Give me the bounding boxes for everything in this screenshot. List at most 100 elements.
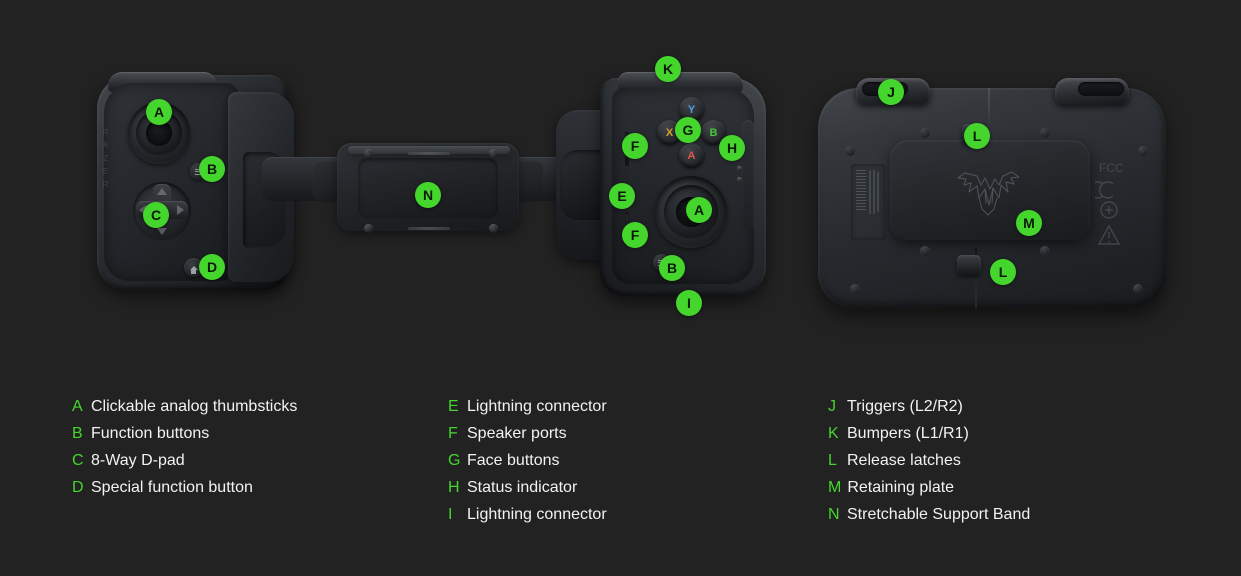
legend-label: Stretchable Support Band xyxy=(847,506,1031,523)
status-indicator-led xyxy=(737,177,742,182)
product-illustration: RAZER xyxy=(97,56,1166,316)
regulatory-text-line xyxy=(877,172,879,212)
legend-key: I xyxy=(448,506,453,523)
legend-key: H xyxy=(448,479,460,496)
razer-logo-icon xyxy=(957,171,1020,216)
retaining-plate xyxy=(890,140,1090,240)
legend-item: C 8-Way D-pad xyxy=(72,452,297,479)
callout-badge-H-status: H xyxy=(719,135,745,161)
status-indicator-led xyxy=(737,166,742,171)
callout-badge-F-speaker-upper: F xyxy=(622,133,648,159)
legend-label: Bumpers (L1/R1) xyxy=(847,425,969,442)
back-screw xyxy=(850,284,860,294)
callout-badge-G-face-buttons: G xyxy=(675,117,701,143)
support-band-screw xyxy=(364,224,373,233)
callout-badge-B-right-function: B xyxy=(659,255,685,281)
legend-key: D xyxy=(72,479,84,496)
back-screw xyxy=(1138,146,1148,156)
legend-label: Special function button xyxy=(91,479,253,496)
back-shell-seam xyxy=(988,88,990,132)
legend-item: H Status indicator xyxy=(448,479,607,506)
legend-item: B Function buttons xyxy=(72,425,297,452)
legend-column-2: E Lightning connector F Speaker ports G … xyxy=(448,398,607,533)
dpad-down-icon xyxy=(157,228,167,235)
callout-badge-L-latch-bottom: L xyxy=(990,259,1016,285)
regulatory-marks-icon: FCC xyxy=(1095,161,1124,245)
right-clamp-hook xyxy=(560,150,606,220)
legend-key: M xyxy=(828,479,842,496)
legend-label: Status indicator xyxy=(467,479,578,496)
legend-key: F xyxy=(448,425,458,442)
legend-label: Triggers (L2/R2) xyxy=(847,398,963,415)
legend-label: Release latches xyxy=(847,452,961,469)
legend-key: J xyxy=(828,398,836,415)
dpad-left-icon xyxy=(139,205,146,215)
legend-item: M Retaining plate xyxy=(828,479,1030,506)
support-band-screw xyxy=(489,224,498,233)
back-screw xyxy=(920,128,930,138)
legend-label: Function buttons xyxy=(91,425,210,442)
legend-label: Retaining plate xyxy=(847,479,955,496)
support-band-slot xyxy=(408,227,450,230)
callout-badge-I-lightning-bottom: I xyxy=(676,290,702,316)
left-special-function-button[interactable] xyxy=(184,258,203,277)
dpad-right-icon xyxy=(177,205,184,215)
trigger-right-recess xyxy=(1078,82,1124,96)
callout-badge-F-speaker-lower: F xyxy=(622,222,648,248)
support-band-slot xyxy=(408,152,450,155)
legend-key: A xyxy=(72,398,83,415)
callout-badge-J-trigger: J xyxy=(878,79,904,105)
support-band-screw xyxy=(364,149,373,158)
legend-label: Lightning connector xyxy=(467,506,607,523)
back-shell-seam xyxy=(975,248,977,308)
legend-item: L Release latches xyxy=(828,452,1030,479)
svg-text:FCC: FCC xyxy=(1099,161,1124,175)
legend-item: E Lightning connector xyxy=(448,398,607,425)
callout-badge-L-latch-top: L xyxy=(964,123,990,149)
regulatory-text-line xyxy=(873,170,875,214)
legend-key: E xyxy=(448,398,459,415)
regulatory-text-line xyxy=(869,170,871,214)
legend-column-3: J Triggers (L2/R2) K Bumpers (L1/R1) L R… xyxy=(828,398,1030,533)
callout-badge-A-left-thumbstick: A xyxy=(146,99,172,125)
callout-badge-E-lightning: E xyxy=(609,183,635,209)
legend-column-1: A Clickable analog thumbsticks B Functio… xyxy=(72,398,297,506)
menu-lines-icon xyxy=(194,168,203,175)
legend-key: G xyxy=(448,452,461,469)
razer-wordmark: RAZER xyxy=(101,128,110,193)
back-screw xyxy=(845,146,855,156)
back-screw xyxy=(1040,246,1050,256)
barcode-icon xyxy=(856,170,866,210)
back-screw xyxy=(1040,128,1050,138)
callout-badge-B-left-function: B xyxy=(199,156,225,182)
legend-item: D Special function button xyxy=(72,479,297,506)
back-screw xyxy=(920,246,930,256)
legend-label: 8-Way D-pad xyxy=(91,452,185,469)
callout-badge-N-support-band: N xyxy=(415,182,441,208)
callout-badge-D-home: D xyxy=(199,254,225,280)
legend-item: K Bumpers (L1/R1) xyxy=(828,425,1030,452)
legend: A Clickable analog thumbsticks B Functio… xyxy=(0,398,1241,576)
face-button-a[interactable]: A xyxy=(679,143,704,168)
home-icon xyxy=(189,265,198,274)
legend-item: J Triggers (L2/R2) xyxy=(828,398,1030,425)
legend-item: I Lightning connector xyxy=(448,506,607,533)
legend-key: C xyxy=(72,452,84,469)
legend-key: L xyxy=(828,452,837,469)
back-screw xyxy=(1133,284,1143,294)
release-latch-bottom[interactable] xyxy=(957,255,981,275)
legend-label: Speaker ports xyxy=(467,425,567,442)
callout-badge-C-dpad: C xyxy=(143,202,169,228)
callout-badge-K-bumper: K xyxy=(655,56,681,82)
legend-item: G Face buttons xyxy=(448,452,607,479)
legend-key: B xyxy=(72,425,83,442)
legend-item: N Stretchable Support Band xyxy=(828,506,1030,533)
legend-label: Clickable analog thumbsticks xyxy=(91,398,298,415)
callout-badge-M-retaining-plate: M xyxy=(1016,210,1042,236)
legend-item: A Clickable analog thumbsticks xyxy=(72,398,297,425)
legend-label: Lightning connector xyxy=(467,398,607,415)
legend-label: Face buttons xyxy=(467,452,560,469)
support-band-screw xyxy=(489,149,498,158)
support-band-rail xyxy=(348,146,510,154)
dpad-up-icon xyxy=(157,188,167,195)
